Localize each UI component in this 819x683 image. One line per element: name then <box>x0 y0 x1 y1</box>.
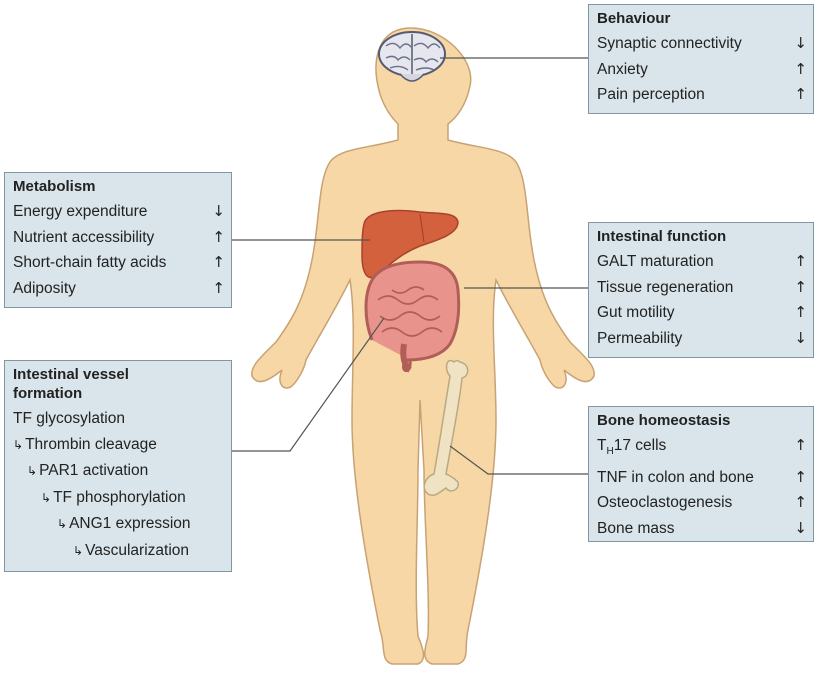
step-label: ANG1 expression <box>69 515 191 532</box>
step-label: Vascularization <box>85 541 190 559</box>
row-label: Bone mass <box>597 519 675 537</box>
metabolism-title: Metabolism <box>13 178 96 195</box>
row-label: Nutrient accessibility <box>13 228 155 246</box>
metabolism-row: Nutrient accessibility ↑ <box>13 225 225 251</box>
bone-homeostasis-title: Bone homeostasis <box>597 412 731 429</box>
row-label: Pain perception <box>597 86 705 103</box>
behaviour-row: Anxiety ↑ <box>597 57 807 83</box>
row-label: TNF in colon and bone <box>597 468 754 486</box>
hook-arrow-icon: ↳ <box>73 543 84 558</box>
step-label: PAR1 activation <box>39 462 149 479</box>
row-label: Gut motility <box>597 304 675 321</box>
bone-row: Bone mass ↓ <box>597 516 807 542</box>
up-arrow-icon: ↑ <box>212 278 225 297</box>
row-label: GALT maturation <box>597 253 714 270</box>
hook-arrow-icon: ↳ <box>41 490 52 505</box>
connector-bone <box>449 445 588 475</box>
liver-icon <box>361 209 459 279</box>
bone-row: TNF in colon and bone ↑ <box>597 465 807 491</box>
bone-row: TH17 cells ↑ <box>597 433 807 465</box>
hook-arrow-icon: ↳ <box>57 517 68 531</box>
vessel-title-line1: Intestinal vessel <box>13 366 129 383</box>
intestinal-function-panel: Intestinal function GALT maturation ↑ Tis… <box>588 222 814 358</box>
vessel-formation-title: Intestinal vessel formation <box>13 365 225 403</box>
connector-lines <box>232 57 588 475</box>
cascade-step: ↳Thrombin cleavage <box>13 432 225 459</box>
step-label: TF phosphorylation <box>53 488 186 506</box>
row-label: Anxiety <box>597 60 648 78</box>
bone-row: Osteoclastogenesis ↑ <box>597 490 807 516</box>
metabolism-panel: Metabolism Energy expenditure ↓ Nutrient … <box>4 172 232 308</box>
row-label: Permeability <box>597 329 683 347</box>
row-label: Adiposity <box>13 279 76 297</box>
vessel-title-line2: formation <box>13 385 83 402</box>
femur-bone-icon <box>423 359 469 497</box>
intestinal-function-row: Permeability ↓ <box>597 326 807 352</box>
up-arrow-icon: ↑ <box>794 303 807 321</box>
intestine-icon <box>364 260 461 373</box>
row-label: Tissue regeneration <box>597 278 734 296</box>
behaviour-row: Pain perception ↑ <box>597 82 807 108</box>
hook-arrow-icon: ↳ <box>13 437 24 452</box>
brain-icon <box>378 31 446 82</box>
metabolism-row: Energy expenditure ↓ <box>13 199 225 225</box>
th17-label: TH17 cells <box>597 437 667 458</box>
cascade-step: ↳PAR1 activation <box>13 458 225 485</box>
up-arrow-icon: ↑ <box>794 436 807 454</box>
connector-vessel <box>232 317 385 452</box>
up-arrow-icon: ↑ <box>794 85 807 103</box>
down-arrow-icon: ↓ <box>794 518 807 537</box>
down-arrow-icon: ↓ <box>794 328 807 347</box>
intestinal-function-row: Tissue regeneration ↑ <box>597 275 807 301</box>
intestinal-function-row: Gut motility ↑ <box>597 300 807 326</box>
row-label: Synaptic connectivity <box>597 35 742 52</box>
vessel-formation-panel: Intestinal vessel formation TF glycosyla… <box>4 360 232 572</box>
behaviour-panel: Behaviour Synaptic connectivity ↓ Anxiety… <box>588 4 814 114</box>
up-arrow-icon: ↑ <box>794 252 807 270</box>
cascade-step: TF glycosylation <box>13 406 225 432</box>
row-label: Energy expenditure <box>13 203 148 220</box>
down-arrow-icon: ↓ <box>212 202 225 220</box>
up-arrow-icon: ↑ <box>212 253 225 271</box>
metabolism-row: Short-chain fatty acids ↑ <box>13 250 225 276</box>
up-arrow-icon: ↑ <box>794 277 807 296</box>
up-arrow-icon: ↑ <box>794 493 807 512</box>
up-arrow-icon: ↑ <box>794 467 807 486</box>
behaviour-title: Behaviour <box>597 10 671 27</box>
cascade-step: ↳TF phosphorylation <box>13 485 225 512</box>
step-label: Thrombin cleavage <box>25 435 157 453</box>
row-label: Osteoclastogenesis <box>597 494 733 512</box>
row-label: Short-chain fatty acids <box>13 254 167 271</box>
behaviour-row: Synaptic connectivity ↓ <box>597 31 807 57</box>
cascade-step: ↳Vascularization <box>13 538 225 565</box>
up-arrow-icon: ↑ <box>794 59 807 78</box>
intestinal-function-title: Intestinal function <box>597 228 727 245</box>
metabolism-row: Adiposity ↑ <box>13 276 225 302</box>
intestinal-function-row: GALT maturation ↑ <box>597 249 807 275</box>
hook-arrow-icon: ↳ <box>27 464 38 478</box>
step-label: TF glycosylation <box>13 410 125 427</box>
down-arrow-icon: ↓ <box>794 34 807 52</box>
cascade-step: ↳ANG1 expression <box>13 511 225 538</box>
bone-homeostasis-panel: Bone homeostasis TH17 cells ↑ TNF in col… <box>588 406 814 542</box>
up-arrow-icon: ↑ <box>212 227 225 246</box>
